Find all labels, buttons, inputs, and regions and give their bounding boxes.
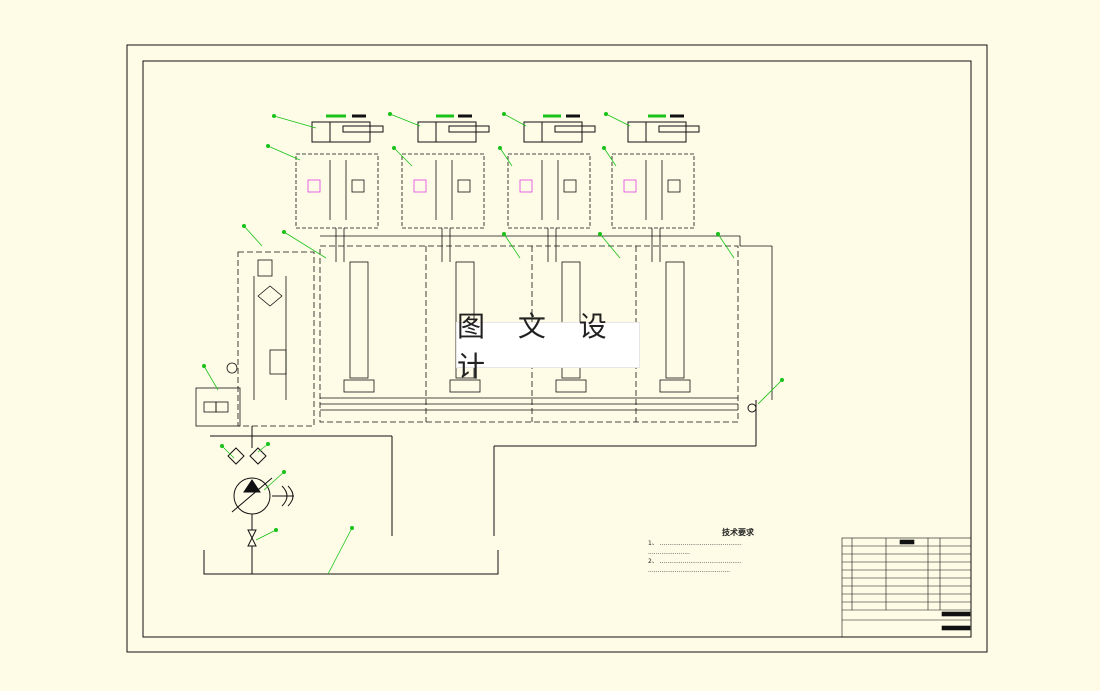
outer-border <box>126 44 988 653</box>
cylinder-icon <box>523 114 596 143</box>
valve-icon <box>349 261 369 379</box>
notes-line: ........................................… <box>648 567 731 574</box>
technical-notes: 技术要求 1、 ................................… <box>648 528 808 576</box>
valve-manifold <box>319 228 773 423</box>
power-unit <box>203 400 757 575</box>
notes-line: 2、 .....................................… <box>648 558 742 565</box>
relief-block <box>195 251 315 427</box>
valve-icon <box>561 261 581 379</box>
notes-line: 1、 .....................................… <box>648 540 742 547</box>
filter-icon <box>249 447 267 465</box>
leader-lines <box>201 112 785 575</box>
gauge-icon <box>226 362 238 374</box>
filter-icon <box>227 447 245 465</box>
title-block <box>841 537 972 638</box>
valve-icon <box>665 261 685 379</box>
inner-border <box>142 60 972 638</box>
lock-block-row <box>295 153 695 229</box>
watermark: 图 文 设 计 <box>456 310 640 383</box>
motor-icon <box>272 485 294 507</box>
notes-line: ...................... <box>648 549 690 556</box>
valve-icon <box>455 261 475 379</box>
cylinder-icon <box>627 114 700 143</box>
tank-icon <box>203 550 499 575</box>
cylinder-icon <box>417 114 490 143</box>
cylinder-row <box>311 114 700 143</box>
notes-title: 技术要求 <box>722 527 754 537</box>
cylinder-icon <box>311 114 384 143</box>
valve-icon <box>247 529 257 540</box>
